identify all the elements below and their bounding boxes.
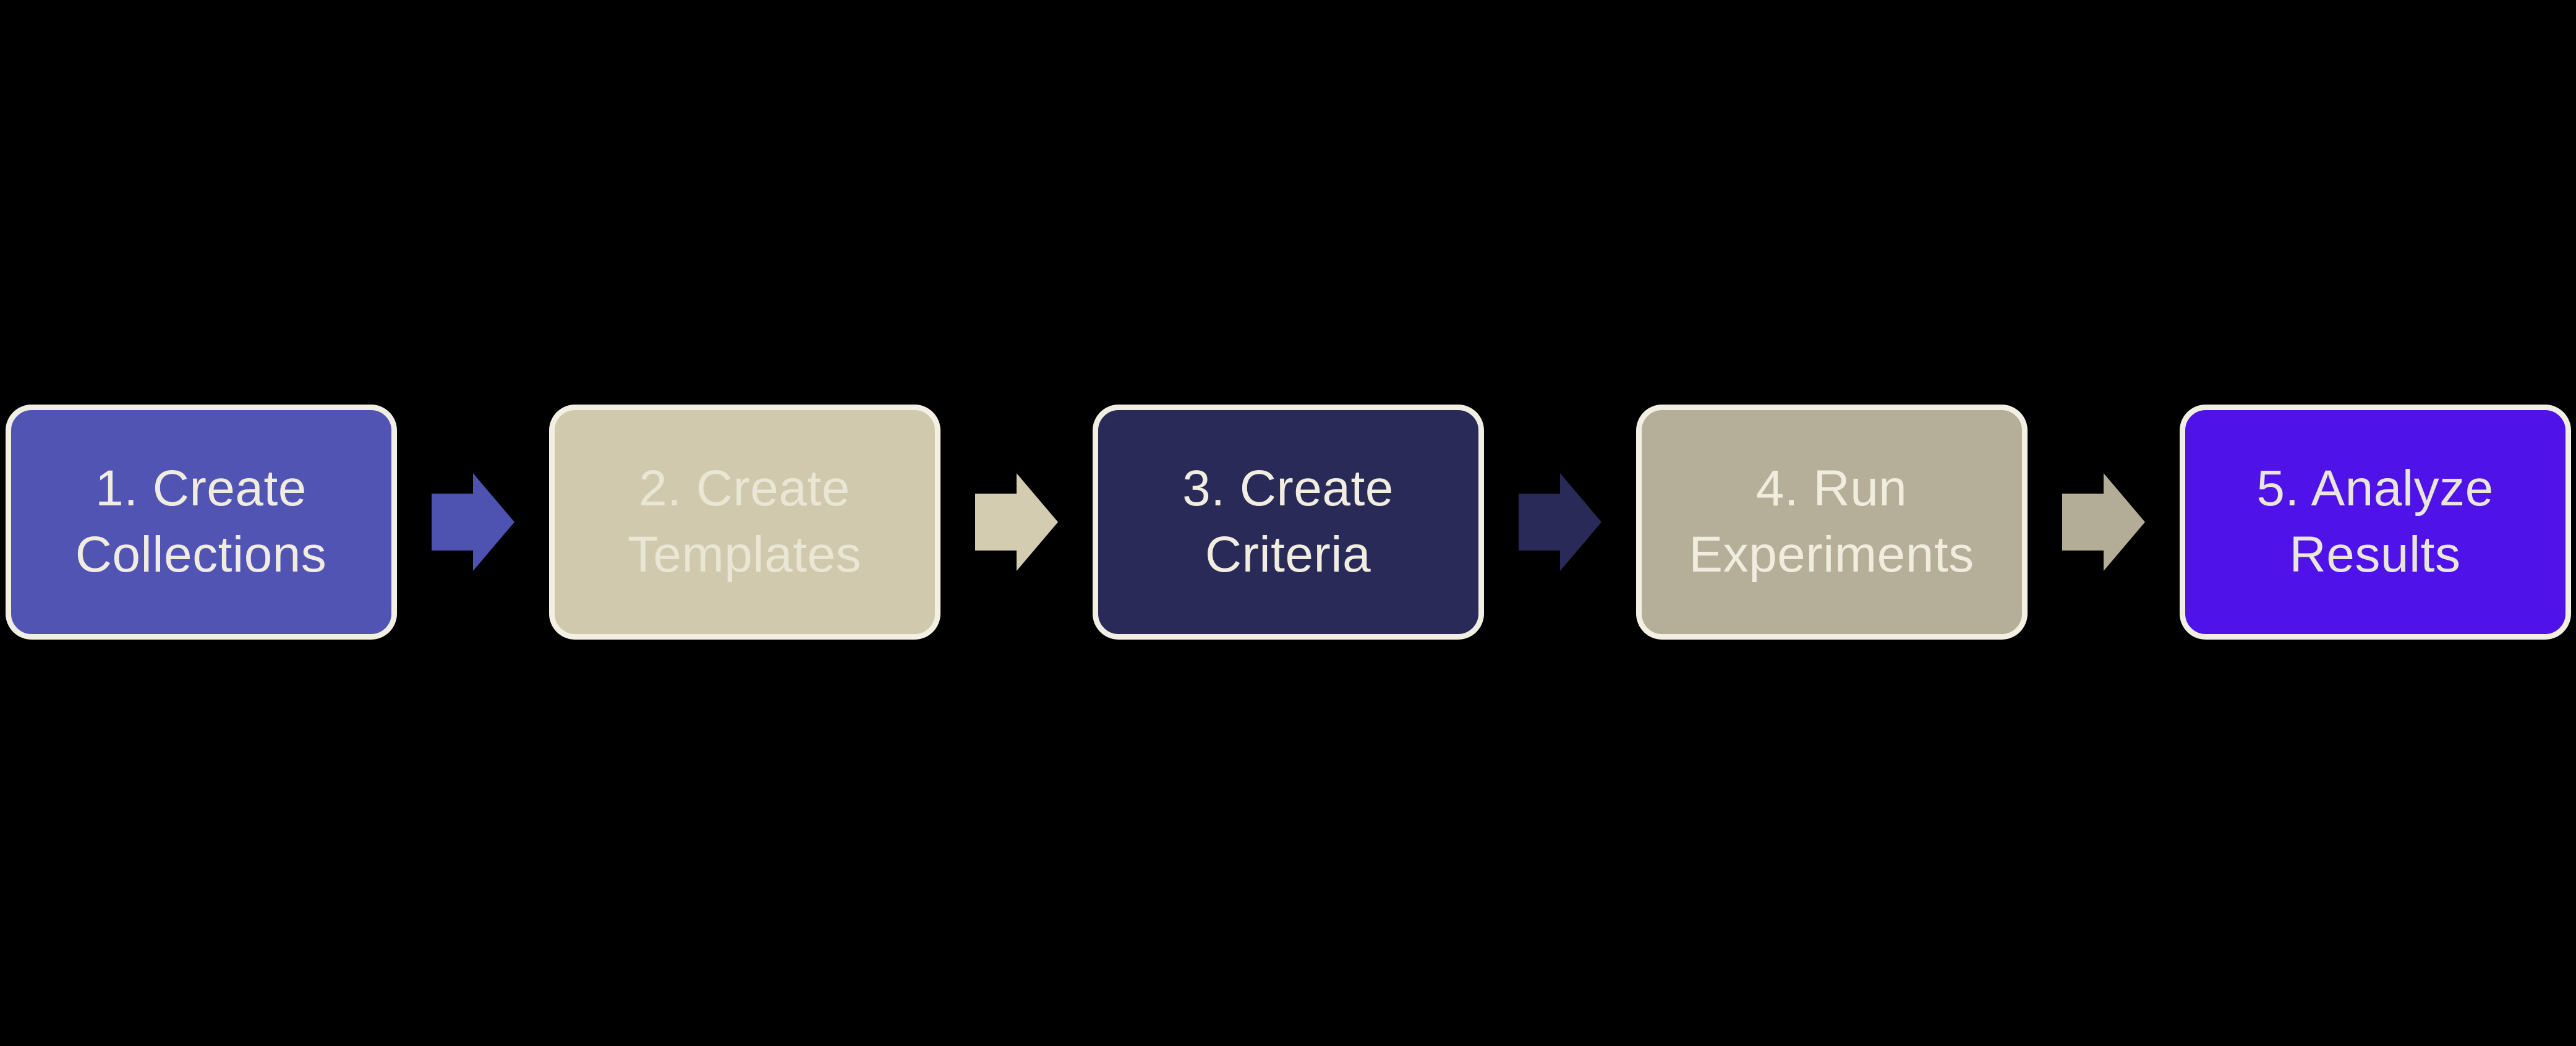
step-label: 4. Run Experiments <box>1689 456 1974 588</box>
step-label-line1: 3. Create <box>1182 460 1394 517</box>
step-label-line2: Experiments <box>1689 526 1974 583</box>
right-arrow-icon <box>1518 473 1601 571</box>
right-arrow-icon <box>2062 473 2145 571</box>
step-label-line2: Templates <box>627 526 862 583</box>
step-label: 3. Create Criteria <box>1182 456 1394 588</box>
right-arrow-icon <box>431 473 514 571</box>
step-label-line1: 2. Create <box>639 460 850 517</box>
process-flow: 1. Create Collections 2. Create Template… <box>0 405 2576 640</box>
step-box-create-collections: 1. Create Collections <box>5 405 397 640</box>
step-label-line1: 1. Create <box>95 460 307 517</box>
step-box-create-criteria: 3. Create Criteria <box>1092 405 1484 640</box>
right-arrow-icon <box>975 473 1058 571</box>
step-box-run-experiments: 4. Run Experiments <box>1636 405 2028 640</box>
step-label-line2: Collections <box>75 526 327 583</box>
step-label-line1: 5. Analyze <box>2256 460 2494 517</box>
step-box-analyze-results: 5. Analyze Results <box>2179 405 2571 640</box>
step-label: 5. Analyze Results <box>2256 456 2493 588</box>
step-box-create-templates: 2. Create Templates <box>548 405 940 640</box>
step-label-line1: 4. Run <box>1755 460 1908 517</box>
step-label: 2. Create Templates <box>628 456 861 588</box>
step-label-line2: Criteria <box>1205 526 1371 583</box>
step-label-line2: Results <box>2289 526 2461 583</box>
step-label: 1. Create Collections <box>75 456 327 588</box>
